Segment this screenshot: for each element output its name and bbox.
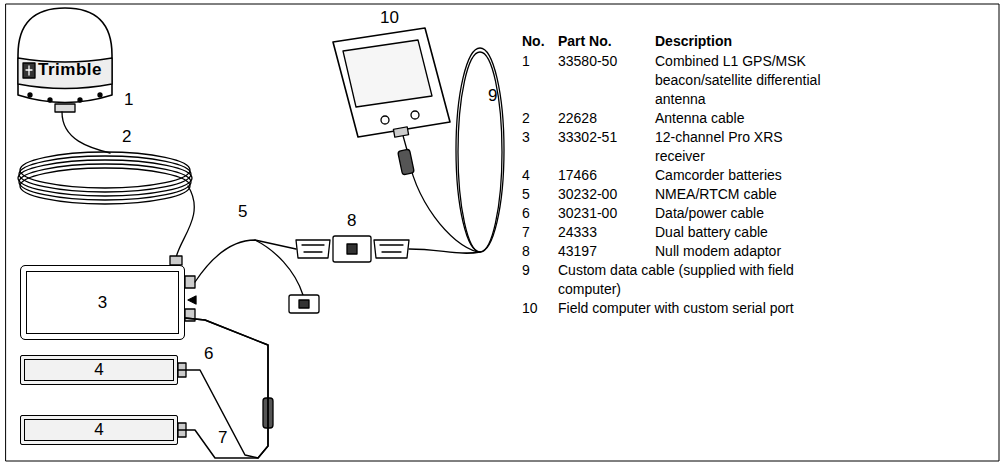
table-cell: 30231-00 bbox=[558, 204, 617, 223]
table-cell: 8 bbox=[522, 242, 530, 261]
receiver-box: 3 bbox=[20, 265, 185, 340]
callout-number: 2 bbox=[122, 127, 131, 147]
table-cell: Dual battery cable bbox=[655, 223, 768, 242]
table-cell: 17466 bbox=[558, 166, 597, 185]
table-cell: Data/power cable bbox=[655, 204, 764, 223]
table-cell: 24333 bbox=[558, 223, 597, 242]
frame bbox=[6, 4, 999, 461]
brand-logo: Trimble bbox=[38, 60, 102, 80]
null-modem-adaptor bbox=[296, 236, 409, 262]
table-cell: 33580-50 bbox=[558, 52, 617, 71]
table-cell: Custom data cable (supplied with field c… bbox=[558, 261, 833, 299]
table-cell: 9 bbox=[522, 261, 530, 280]
table-cell: 5 bbox=[522, 185, 530, 204]
table-cell: 7 bbox=[522, 223, 530, 242]
table-header: Part No. bbox=[558, 32, 612, 51]
table-cell: Camcorder batteries bbox=[655, 166, 782, 185]
table-header: No. bbox=[522, 32, 545, 51]
table-cell: 1 bbox=[522, 52, 530, 71]
antenna-cable bbox=[18, 112, 194, 265]
table-cell: 4 bbox=[522, 166, 530, 185]
callout-number: 4 bbox=[94, 360, 103, 380]
table-cell: 22628 bbox=[558, 109, 597, 128]
battery-cable bbox=[178, 318, 268, 458]
table-cell: Combined L1 GPS/MSK beacon/satellite dif… bbox=[655, 52, 855, 109]
antenna bbox=[18, 8, 112, 112]
battery-pack: 4 bbox=[20, 355, 178, 385]
callout-number: 6 bbox=[204, 344, 213, 364]
table-cell: Antenna cable bbox=[655, 109, 745, 128]
callout-number: 4 bbox=[94, 420, 103, 440]
table-cell: Null modem adaptor bbox=[655, 242, 781, 261]
callout-number: 9 bbox=[488, 86, 497, 106]
table-cell: 12-channel Pro XRS receiver bbox=[655, 128, 805, 166]
table-cell: 3 bbox=[522, 128, 530, 147]
table-cell: 2 bbox=[522, 109, 530, 128]
callout-number: 7 bbox=[218, 428, 227, 448]
battery-cable bbox=[178, 318, 268, 458]
callout-number: 10 bbox=[380, 8, 399, 28]
table-cell: NMEA/RTCM cable bbox=[655, 185, 777, 204]
table-cell: Field computer with custom serial port bbox=[558, 299, 794, 318]
callout-number: 3 bbox=[98, 293, 107, 313]
callout-number: 1 bbox=[124, 90, 133, 110]
table-cell: 43197 bbox=[558, 242, 597, 261]
battery-pack: 4 bbox=[20, 415, 178, 445]
callout-number: 5 bbox=[238, 202, 247, 222]
table-cell: 33302-51 bbox=[558, 128, 617, 147]
field-computer bbox=[333, 28, 450, 137]
table-header: Description bbox=[655, 32, 732, 51]
callout-number: 8 bbox=[347, 211, 356, 231]
table-cell: 30232-00 bbox=[558, 185, 617, 204]
receiver-ports bbox=[185, 276, 196, 321]
table-cell: 6 bbox=[522, 204, 530, 223]
table-cell: 10 bbox=[522, 299, 538, 318]
